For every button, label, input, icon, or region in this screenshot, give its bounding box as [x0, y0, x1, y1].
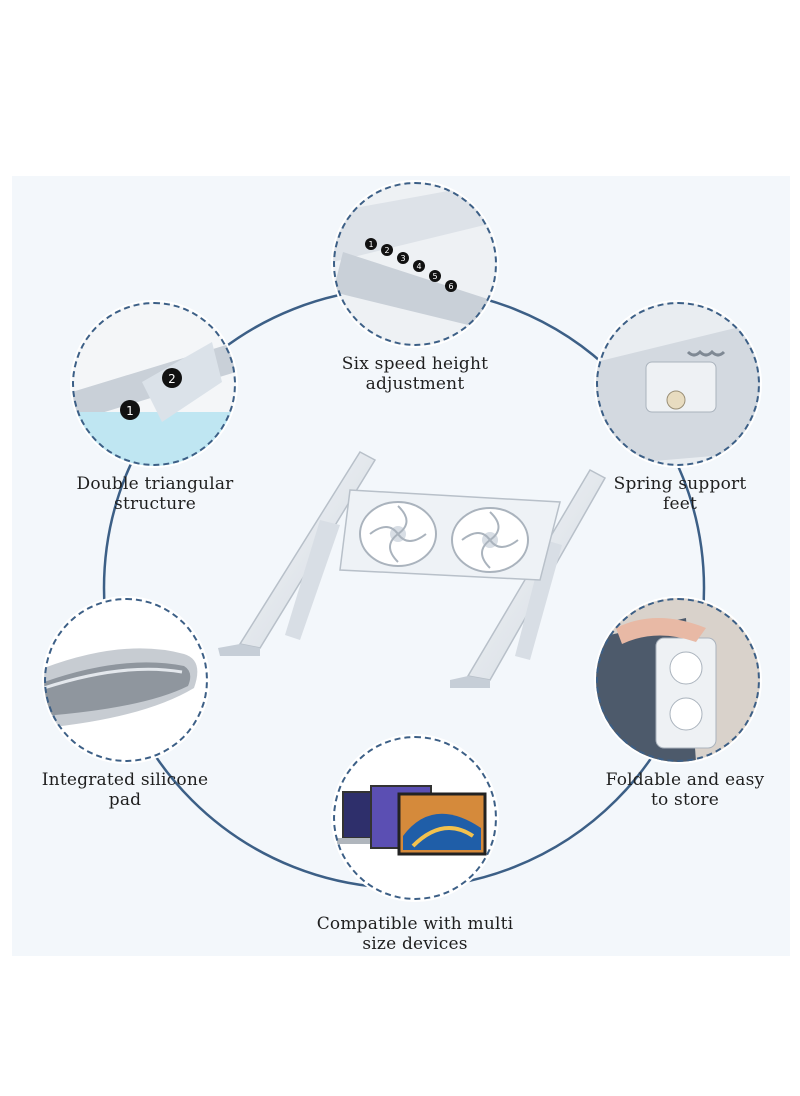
- marker-2-label: 2: [168, 372, 176, 386]
- caption-double-triangular: Double triangular structure: [76, 474, 234, 514]
- step-1-label: 1: [368, 240, 373, 249]
- gear-slots-icon: 1 2 3 4 5 6: [333, 182, 497, 346]
- step-3-label: 3: [400, 254, 405, 263]
- folded-stand-icon: [596, 598, 760, 762]
- marker-1-label: 1: [126, 404, 134, 418]
- step-4-label: 4: [416, 262, 421, 271]
- caption-foldable: Foldable and easy to store: [605, 770, 765, 810]
- bubble-compatible: [333, 736, 497, 900]
- step-5-label: 5: [432, 272, 437, 281]
- bubble-six-speed: 1 2 3 4 5 6: [333, 182, 497, 346]
- devices-icon: [333, 736, 497, 900]
- pad-icon: [44, 598, 208, 762]
- bubble-double-triangular: 1 2: [72, 302, 236, 466]
- laptop-stand-image: [218, 451, 607, 688]
- bubble-foldable: [596, 598, 760, 762]
- caption-six-speed: Six speed height adjustment: [341, 354, 489, 394]
- fan-left-icon: [359, 501, 437, 567]
- caption-silicone-pad: Integrated silicone pad: [41, 770, 209, 810]
- caption-spring-feet: Spring support feet: [613, 474, 747, 514]
- step-2-label: 2: [384, 246, 389, 255]
- fan-right-icon: [451, 507, 529, 573]
- bubble-silicone-pad: [44, 598, 208, 762]
- laptop-edge-icon: 1 2: [72, 302, 236, 466]
- caption-compatible: Compatible with multi size devices: [316, 914, 514, 954]
- step-6-label: 6: [448, 282, 453, 291]
- spring-icon: [596, 302, 760, 466]
- bubble-spring-feet: [596, 302, 760, 466]
